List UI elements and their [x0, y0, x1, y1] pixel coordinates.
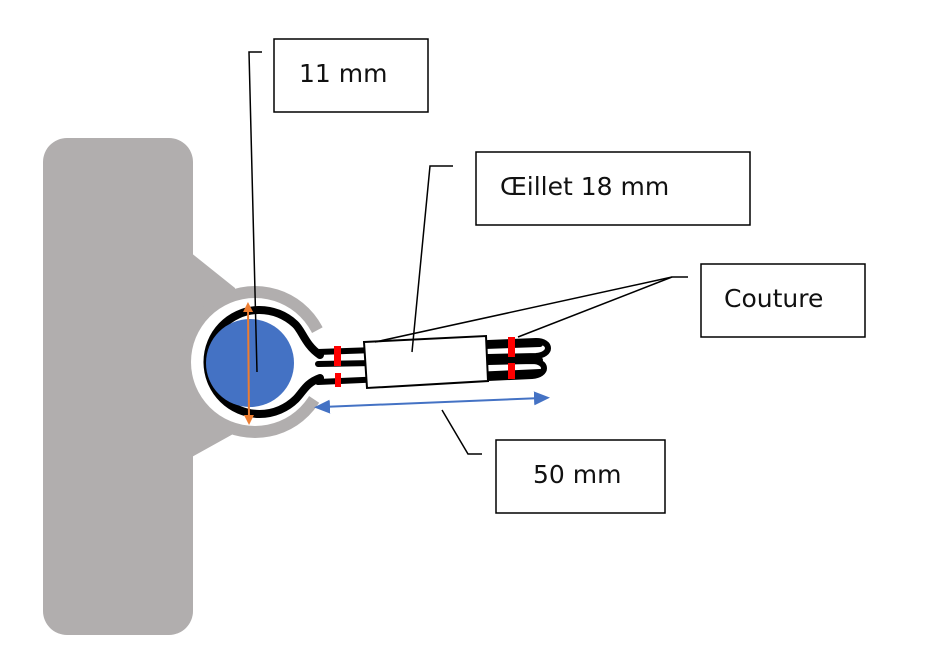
rod: [206, 319, 294, 407]
eyelet: [362, 334, 490, 390]
leader-length: [441, 409, 482, 455]
strap-fold-upper: [485, 337, 551, 360]
label-length-text: 50 mm: [533, 460, 621, 489]
stitch-left-upper: [334, 346, 341, 366]
label-diameter: 11 mm: [273, 38, 429, 113]
label-seam-text: Couture: [724, 284, 823, 313]
label-seam: Couture: [700, 263, 866, 338]
label-eyelet: Œillet 18 mm: [475, 151, 751, 226]
stitches: [334, 337, 515, 387]
diameter-arrow: [243, 302, 254, 425]
label-eyelet-text: Œillet 18 mm: [500, 172, 669, 201]
length-arrow: [314, 391, 550, 414]
leader-lines: [248, 51, 688, 455]
stitch-right-upper: [508, 337, 515, 357]
label-length: 50 mm: [495, 439, 666, 514]
leader-seam-right: [517, 276, 673, 338]
strap-fold-lower: [485, 357, 547, 381]
leader-eyelet: [411, 165, 453, 353]
stitch-left-lower: [335, 373, 341, 387]
stitch-right-lower: [508, 363, 515, 379]
leader-diameter: [248, 51, 262, 373]
label-diameter-text: 11 mm: [299, 59, 387, 88]
support-bracket: [43, 138, 345, 635]
